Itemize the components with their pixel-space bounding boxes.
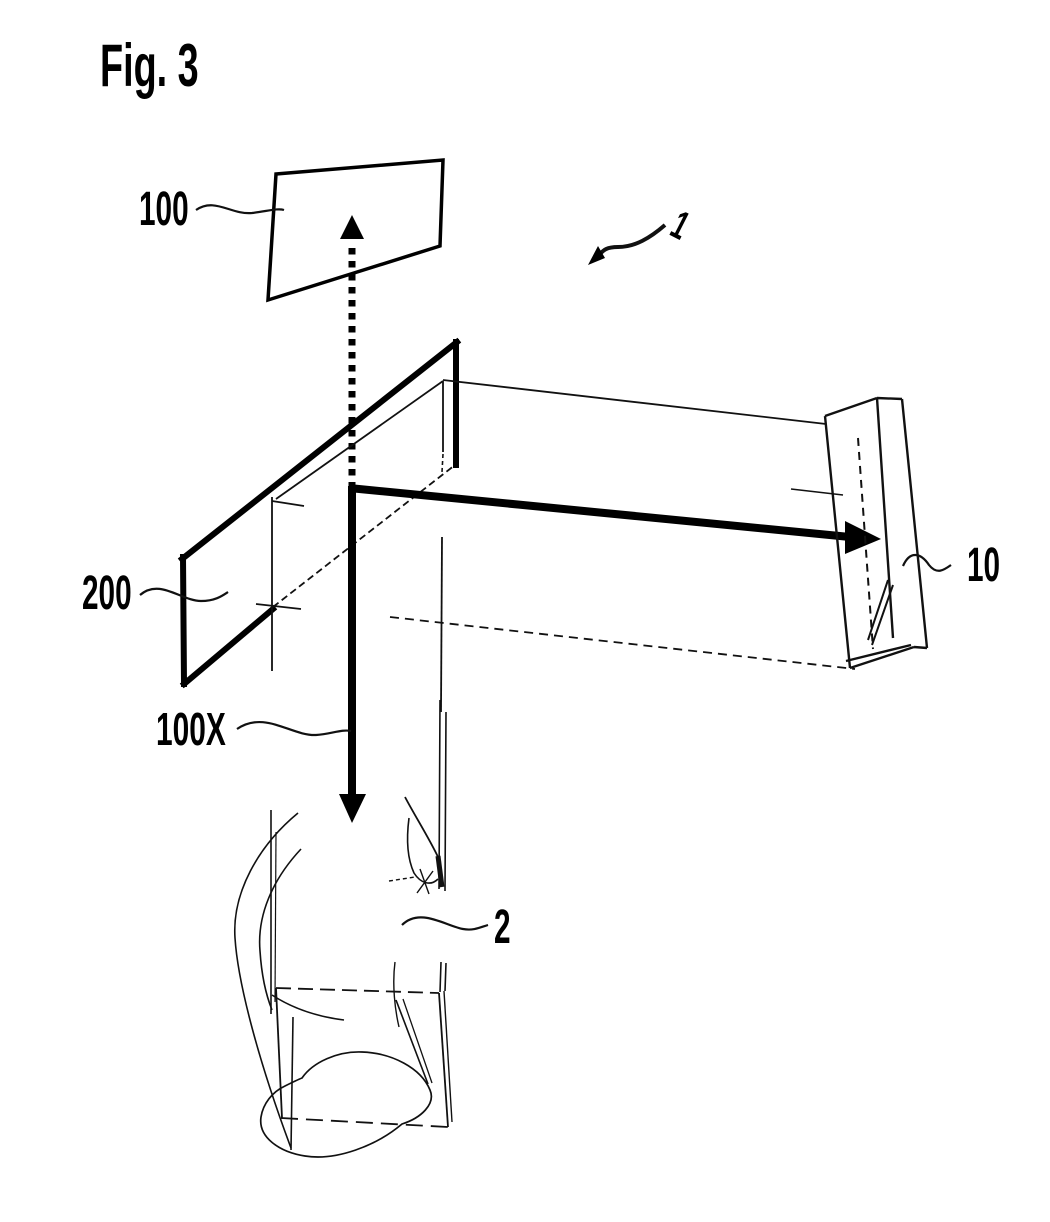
beam-arrow-right-head <box>845 521 881 554</box>
box-right-vertical-hidden <box>441 453 444 473</box>
sketch-inner-vertical <box>290 1016 294 1151</box>
leader-line-10 <box>901 553 952 572</box>
label-10: 10 <box>967 539 1000 592</box>
beam-arrow-down: 100X <box>156 486 366 823</box>
label-1: 1 <box>664 203 696 249</box>
sketch-pin-diagonal-2 <box>402 998 433 1084</box>
box-bottom-hidden-edge <box>389 616 856 670</box>
label-100X: 100X <box>156 705 226 756</box>
sketch-frame-left-edge <box>275 987 283 1119</box>
sketch-flame-right-1 <box>404 796 439 858</box>
label-100: 100 <box>139 183 189 236</box>
leader-line-100 <box>195 204 285 215</box>
beam-arrow-right-shaft <box>348 484 851 541</box>
leader-arrow-1 <box>596 223 667 258</box>
sketch-frame-bottom-edge <box>280 1117 449 1128</box>
leader-line-2 <box>401 916 489 931</box>
object-sketch-2: 2 <box>234 796 511 1158</box>
sketch-crescent-inner <box>258 848 302 1011</box>
sketch-flame-cross-ticks <box>416 868 434 895</box>
leader-line-200 <box>139 587 229 603</box>
figure-title-text: Fig. 3 <box>100 32 199 99</box>
dotted-arrowhead <box>340 215 364 239</box>
box-back-top-edge <box>790 488 844 496</box>
sketch-frame-right-edge <box>438 992 449 1128</box>
sketch-flame-dash-tick <box>388 876 416 882</box>
sketch-flame-right-2 <box>406 817 439 884</box>
box-left-corner-ticks <box>255 500 305 610</box>
box-top-long-edge <box>442 379 827 425</box>
sketch-pin-diagonal-1 <box>395 999 429 1085</box>
label-200: 200 <box>82 567 132 620</box>
beam-arrow-down-head <box>339 794 366 823</box>
sensor-10-wedge-lines <box>867 579 894 646</box>
reference-arrow-1: 1 <box>588 203 696 265</box>
box-mid-vertical-line <box>440 536 443 713</box>
plate-100-outline <box>266 158 445 303</box>
sketch-pin-top-curve <box>393 961 400 1028</box>
sketch-flame-dark-mark <box>435 855 445 888</box>
sketch-left-vertical-2 <box>274 831 277 1003</box>
sensor-10-hidden-edge <box>857 437 874 650</box>
sketch-inner-curve <box>271 994 345 1021</box>
plate-200-outline <box>177 337 462 689</box>
box-lower-vertical-lines <box>438 699 447 993</box>
optical-housing-box <box>255 379 856 993</box>
plate-100: 100 <box>139 158 445 303</box>
figure-title: Fig. 3 <box>100 32 199 99</box>
sketch-frame-top-edge <box>275 987 440 994</box>
sensor-10-outline <box>823 396 929 669</box>
sketch-blob-outline <box>260 1051 433 1158</box>
box-cross-top-edge <box>275 380 444 500</box>
leader-line-100X <box>236 721 352 737</box>
beam-arrow-right <box>348 484 881 554</box>
sketch-frame-right-edge-2 <box>443 990 453 1123</box>
plate-200-hidden-edge <box>272 464 456 608</box>
sensor-10-bottom-edges <box>845 643 928 670</box>
dotted-arrow-up <box>340 215 364 489</box>
beam-splitter-plate-200: 200 <box>82 337 462 689</box>
sensor-unit-10: 10 <box>823 396 1000 670</box>
label-2: 2 <box>494 901 511 954</box>
leader-arrowhead-1 <box>588 246 605 265</box>
sketch-crescent-outer <box>234 812 299 1149</box>
